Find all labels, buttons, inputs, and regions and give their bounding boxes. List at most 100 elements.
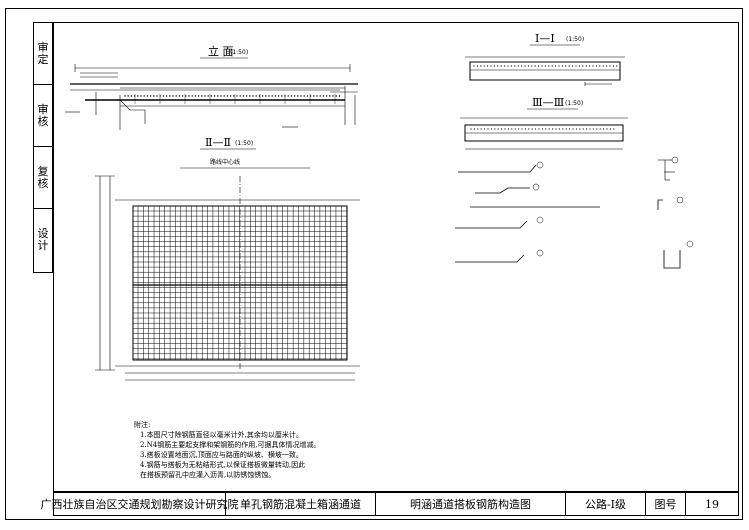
- rebar-dot: [265, 95, 267, 97]
- rebar-dot: [252, 95, 254, 97]
- note-item: 2.N4钢筋主要起支撑和架钢筋的作用,可据具体情况增减。: [140, 441, 321, 449]
- rebar-dot: [213, 95, 216, 97]
- rebar-dot: [172, 95, 174, 97]
- rebar-dot: [527, 65, 530, 67]
- rebar-dot: [582, 65, 584, 67]
- note-item: 在搭板预留孔中应灌入沥青,以防锈蚀锈蚀。: [140, 471, 276, 479]
- rebar-dot: [531, 65, 533, 67]
- rebar-dot: [493, 65, 495, 67]
- rebar-dot: [555, 128, 557, 130]
- rebar-dot: [524, 128, 527, 130]
- rebar-dot: [281, 95, 283, 97]
- rebar-dot: [284, 95, 286, 97]
- rebar-dot: [494, 128, 496, 130]
- rebar-dot: [484, 128, 486, 130]
- rebar-grid: [133, 206, 347, 360]
- rebar-dot: [575, 128, 578, 130]
- rebar-dot: [596, 128, 598, 130]
- rebar-dot: [476, 65, 478, 67]
- note-item: 3.搭板设置地面沉,顶面应与路面的纵坡、横坡一致。: [140, 451, 303, 459]
- rebar-dot: [480, 65, 482, 67]
- rebar-dot: [609, 65, 611, 67]
- project-name: 单孔钢筋混凝土箱涵通道: [226, 493, 376, 515]
- drawing-name: 明涵通道搭板钢筋构造图: [376, 493, 566, 515]
- section-2-title: Ⅱ—Ⅱ: [205, 136, 231, 149]
- rebar-dot: [595, 65, 598, 67]
- drawing-no-label: 图号: [646, 493, 686, 515]
- rebar-dot: [233, 95, 235, 97]
- rebar-dot: [127, 95, 129, 97]
- rebar-dot: [473, 65, 475, 67]
- rebar-dot: [558, 65, 560, 67]
- drawing-no-value: 19: [705, 497, 719, 511]
- rebar-dot: [300, 95, 302, 97]
- section-2-plan: [95, 167, 360, 381]
- rebar-dot: [169, 95, 171, 97]
- rebar-dot: [188, 95, 190, 97]
- rebar-dot: [290, 95, 293, 97]
- rebar-dot: [137, 95, 139, 97]
- rebar-dot: [507, 128, 509, 130]
- rebar-dot: [236, 95, 238, 97]
- rebar-dot: [239, 95, 241, 97]
- rebar-dot: [483, 65, 485, 67]
- rebar-dot: [613, 128, 615, 130]
- rebar-dot: [306, 95, 309, 97]
- rebar-dot: [274, 95, 277, 97]
- rebar-dot: [541, 65, 543, 67]
- rebar-dot: [487, 128, 489, 130]
- rebar-dot: [578, 65, 581, 67]
- rebar-dot: [548, 65, 550, 67]
- rebar-dot: [249, 95, 251, 97]
- rebar-dot: [258, 95, 261, 97]
- rebar-details: [455, 164, 681, 269]
- rebar-dot: [319, 95, 321, 97]
- rebar-dot: [524, 65, 526, 67]
- rebar-dot: [329, 95, 331, 97]
- rebar-dot: [606, 128, 608, 130]
- elevation-title: 立 面: [208, 44, 234, 58]
- section-1-scale: (1:50): [566, 36, 584, 43]
- rebar-dot: [293, 95, 296, 97]
- rebar-dot: [277, 95, 280, 97]
- rebar-dot: [332, 95, 334, 97]
- section-2-scale: (1:50): [235, 140, 253, 147]
- rebar-dot: [612, 65, 615, 67]
- rebar-dot: [207, 95, 209, 97]
- rebar-dot: [572, 128, 574, 130]
- rebar-dot: [603, 128, 605, 130]
- elevation-scale: (1:50): [230, 49, 248, 56]
- rebar-dot: [124, 95, 126, 97]
- rebar-dot: [487, 65, 489, 67]
- rebar-dot: [568, 65, 570, 67]
- rebar-dot: [210, 95, 213, 97]
- sign-cell-check: 复核: [34, 147, 52, 209]
- rebar-dot: [325, 95, 328, 97]
- rebar-dot: [504, 128, 506, 130]
- rebar-dot: [609, 128, 612, 130]
- rebar-dot: [309, 95, 312, 97]
- sign-cell-approve: 审定: [34, 23, 52, 85]
- rebar-dot: [201, 95, 203, 97]
- rebar-dot: [565, 128, 567, 130]
- rebar-dot: [518, 128, 520, 130]
- rebar-dot: [153, 95, 155, 97]
- sign-cell-design: 设计: [34, 209, 52, 271]
- rebar-dot: [592, 128, 595, 130]
- drawing-area: [53, 22, 739, 492]
- rebar-dot: [558, 128, 561, 130]
- load-grade: 公路-Ⅰ级: [566, 493, 646, 515]
- rebar-dot: [229, 95, 232, 97]
- rebar-dot: [585, 65, 587, 67]
- rebar-dot: [194, 95, 197, 97]
- rebar-dot: [500, 65, 502, 67]
- rebar-dot: [586, 128, 588, 130]
- rebar-dot: [501, 128, 503, 130]
- rebar-dot: [511, 128, 513, 130]
- title-bar: 广西壮族自治区交通规划勘察设计研究院 单孔钢筋混凝土箱涵通道 明涵通道搭板钢筋构…: [41, 492, 739, 516]
- rebar-dot: [497, 65, 499, 67]
- rebar-dot: [510, 65, 512, 67]
- sign-check-label: 复核: [37, 164, 49, 190]
- rebar-dot: [528, 128, 530, 130]
